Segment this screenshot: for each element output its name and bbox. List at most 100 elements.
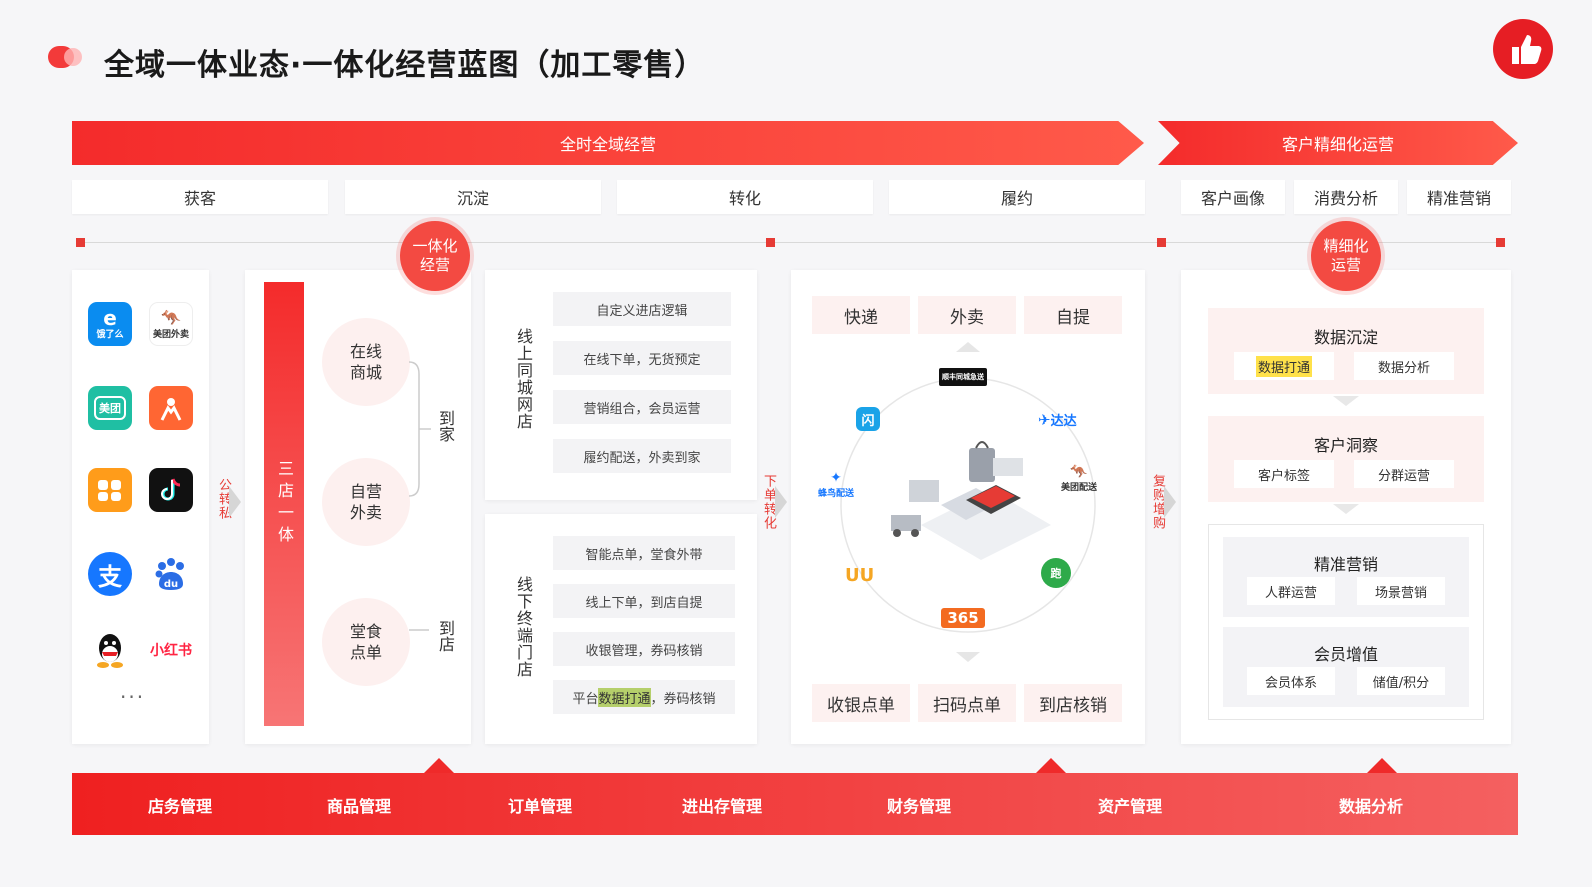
crm-customer-insight: 客户洞察 客户标签 分群运营: [1208, 416, 1484, 502]
offline-item: 线上下单，到店自提: [553, 584, 735, 618]
crm-precision-marketing: 精准营销 人群运营 场景营销: [1223, 537, 1469, 617]
stage-convert: 转化: [617, 180, 873, 214]
crm-member-value: 会员增值 会员体系 储值/积分: [1223, 627, 1469, 707]
bottom-notch: [1035, 758, 1067, 774]
arrow-right-icon: [775, 486, 787, 518]
crm-data-deposit: 数据沉淀 数据打通 数据分析: [1208, 308, 1484, 394]
bottom-notch: [1366, 758, 1398, 774]
online-item: 履约配送，外卖到家: [553, 439, 731, 473]
delivery-ring-graphic: [840, 342, 1096, 662]
online-store-panel: 线上同城网店 自定义进店逻辑 在线下单，无货预定 营销组合，会员运营 履约配送，…: [485, 270, 757, 500]
crm-tag: 数据分析: [1354, 352, 1454, 380]
bottom-notch: [423, 758, 455, 774]
three-store-bar: 三店一体: [264, 282, 304, 726]
online-store-label: 线上同城网店: [514, 328, 533, 430]
crm-tag: 场景营销: [1357, 577, 1445, 605]
pill-dine-in: 堂食点单: [322, 598, 410, 686]
badge-integrated-operation: 一体化经营: [400, 221, 470, 291]
koubei-icon: [88, 468, 132, 512]
courier-logo: 跑: [1041, 558, 1071, 588]
offline-item: 智能点单，堂食外带: [553, 536, 735, 570]
more-apps-icon: ···: [120, 685, 146, 709]
banner-customer-operation: 客户精细化运营: [1158, 121, 1518, 165]
timeline-marker: [1496, 238, 1505, 247]
crm-tag: 分群运营: [1354, 460, 1454, 488]
mgmt-inventory: 进出存管理: [682, 797, 763, 816]
timeline-marker: [76, 238, 85, 247]
dada-logo: ✈达达: [1038, 410, 1077, 430]
mgmt-data-analysis: 数据分析: [1339, 797, 1404, 816]
crm-tag: 人群运营: [1247, 577, 1335, 605]
crm-marketing-group: 精准营销 人群运营 场景营销 会员增值 会员体系 储值/积分: [1208, 524, 1484, 720]
page-title: 全域一体业态·一体化经营蓝图（加工零售）: [104, 48, 706, 83]
fulfillment-panel: 快递 外卖 自提 顺丰同城急送 闪 ✈达达 ✦蜂鸟配送 🦘美团配送 UU 跑 3…: [791, 270, 1145, 744]
badge-refined-operation: 精细化运营: [1311, 221, 1381, 291]
title-dot-shadow-icon: [64, 48, 82, 66]
crm-tag: 储值/积分: [1357, 667, 1445, 695]
meituan-waimai-icon: 🦘美团外卖: [149, 302, 193, 346]
stage-precision: 精准营销: [1407, 180, 1511, 214]
sf-express-logo: 顺丰同城急送: [939, 368, 987, 386]
offline-store-label: 线下终端门店: [514, 576, 533, 678]
dianping-icon: [149, 386, 193, 430]
online-item: 在线下单，无货预定: [553, 341, 731, 375]
crm-panel: 数据沉淀 数据打通 数据分析 客户洞察 客户标签 分群运营 精准营销 人群运营 …: [1181, 270, 1511, 744]
offline-item: 收银管理，券码核销: [553, 632, 735, 666]
thumbs-up-icon: [1493, 19, 1553, 79]
stage-consumption: 消费分析: [1294, 180, 1398, 214]
channel-pos-order: 收银点单: [812, 684, 910, 722]
timeline-marker: [1157, 238, 1166, 247]
mgmt-order: 订单管理: [508, 797, 573, 816]
douyin-icon: [149, 468, 193, 512]
stage-acquire: 获客: [72, 180, 328, 214]
crm-section-title: 客户洞察: [1313, 436, 1378, 455]
crm-tag: 客户标签: [1234, 460, 1334, 488]
timeline: [80, 242, 1500, 243]
arrow-right-icon: [1164, 486, 1176, 518]
channel-pickup: 自提: [1024, 296, 1122, 334]
highlight-data-connect: 数据打通: [598, 687, 651, 707]
shansong-logo: 闪: [856, 407, 880, 431]
pill-self-delivery: 自营外卖: [322, 458, 410, 546]
crm-section-title: 精准营销: [1313, 555, 1378, 574]
label-public-to-private: 公转私: [216, 478, 231, 520]
bracket-connector: [408, 361, 431, 631]
online-item: 自定义进店逻辑: [553, 292, 731, 326]
label-to-home: 到家: [436, 410, 455, 442]
channel-store-verify: 到店核销: [1024, 684, 1122, 722]
crm-section-title: 会员增值: [1313, 645, 1378, 664]
mgmt-asset: 资产管理: [1098, 797, 1163, 816]
channel-scan-order: 扫码点单: [918, 684, 1016, 722]
label-repurchase: 复购增购: [1150, 474, 1165, 530]
crm-tag: 会员体系: [1247, 667, 1335, 695]
stage-fulfill: 履约: [889, 180, 1145, 214]
crm-tag: 数据打通: [1234, 352, 1334, 380]
chevron-down-icon: [1333, 504, 1359, 514]
channel-express: 快递: [812, 296, 910, 334]
alipay-icon: 支: [88, 552, 132, 596]
three-store-panel: 三店一体 在线商城 自营外卖 堂食点单 到家 到店: [245, 270, 471, 744]
fengniao-logo: ✦蜂鸟配送: [818, 470, 855, 499]
mgmt-product: 商品管理: [327, 797, 392, 816]
qq-icon: [88, 628, 132, 672]
channel-takeaway: 外卖: [918, 296, 1016, 334]
mgmt-finance: 财务管理: [887, 797, 952, 816]
crm-section-title: 数据沉淀: [1313, 328, 1378, 347]
stage-portrait: 客户画像: [1181, 180, 1285, 214]
365-logo: 365: [941, 608, 985, 628]
banner-omni-operation: 全时全域经营: [72, 121, 1144, 165]
uu-logo: UU: [845, 565, 875, 586]
pill-online-mall: 在线商城: [322, 318, 410, 406]
online-item: 营销组合，会员运营: [553, 390, 731, 424]
meituan-delivery-logo: 🦘美团配送: [1061, 464, 1098, 493]
arrow-right-icon: [229, 486, 241, 518]
baidu-icon: du: [149, 552, 193, 596]
mgmt-store: 店务管理: [148, 797, 213, 816]
label-order-conversion: 下单转化: [761, 474, 776, 530]
label-to-store: 到店: [436, 620, 455, 652]
offline-store-panel: 线下终端门店 智能点单，堂食外带 线上下单，到店自提 收银管理，券码核销 平台数…: [485, 514, 757, 744]
timeline-marker: [766, 238, 775, 247]
xiaohongshu-icon: 小红书: [149, 628, 193, 672]
